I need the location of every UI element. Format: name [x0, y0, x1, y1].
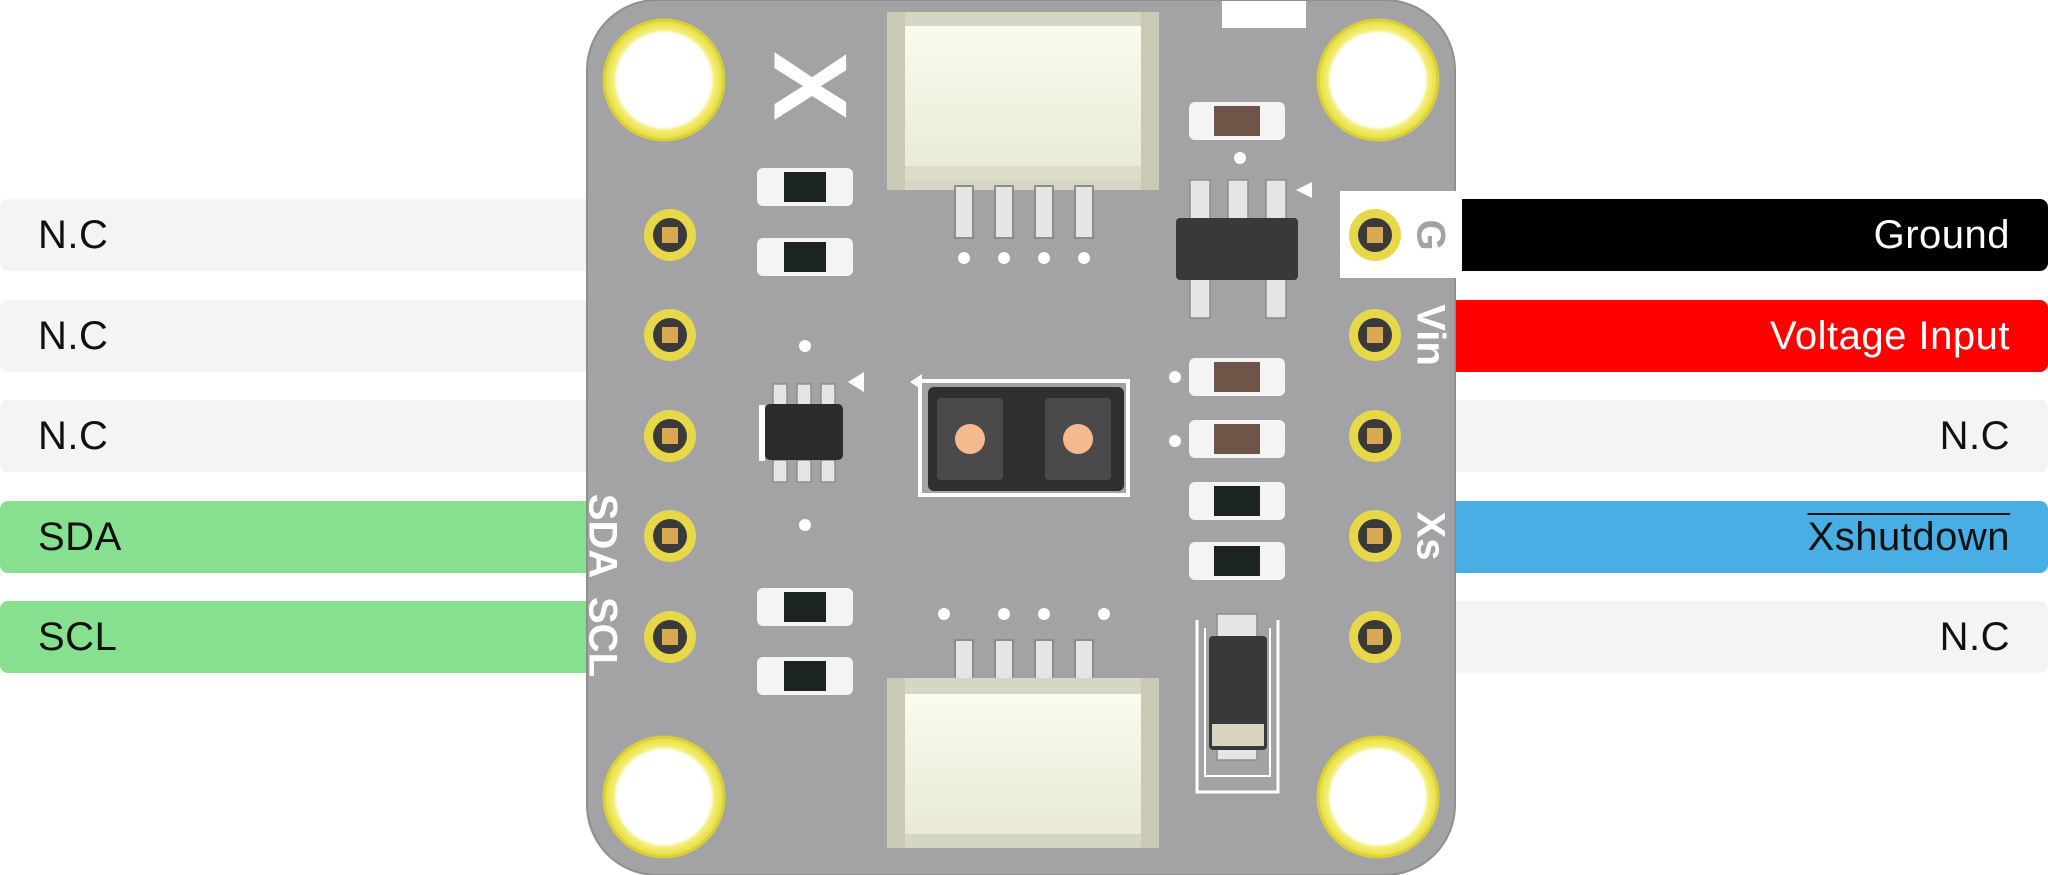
right-pin-text-5: N.C: [1939, 614, 2010, 659]
right-pin-text-4: Xshutdown: [1807, 514, 2010, 559]
left-pin-label-3: N.C: [0, 400, 640, 472]
left-pin-label-2: N.C: [0, 300, 640, 372]
left-pin-pads: [644, 209, 696, 663]
mounting-hole-bottom-left: [602, 735, 726, 859]
right-pin-label-5: N.C: [1442, 601, 2048, 673]
left-pin-label-5: SCL: [0, 601, 640, 673]
left-pin-text-2: N.C: [38, 313, 109, 358]
silk-mark-x: X: [752, 51, 868, 120]
left-pin-label-1: N.C: [0, 199, 640, 271]
mounting-hole-top-right: [1316, 18, 1440, 142]
left-pin-text-4: SDA: [38, 514, 122, 559]
board-notch: [1222, 0, 1306, 28]
right-pin-label-1: Ground: [1442, 199, 2048, 271]
right-pin-pads: [1349, 209, 1401, 663]
mounting-hole-top-left: [602, 18, 726, 142]
right-pin-label-3: N.C: [1442, 400, 2048, 472]
silk-label-sda: SDA: [580, 494, 624, 578]
right-top-parts: [1176, 102, 1312, 319]
right-passives: [1169, 358, 1285, 580]
mounting-hole-bottom-right: [1316, 735, 1440, 859]
left-pin-text-5: SCL: [38, 614, 118, 659]
top-connector: [887, 12, 1159, 264]
right-pin-label-2: Voltage Input: [1442, 300, 2048, 372]
left-passives: [757, 168, 853, 695]
right-diode: [1195, 613, 1280, 794]
silk-label-g: G: [1408, 219, 1452, 250]
left-pin-label-4: SDA: [0, 501, 640, 573]
silk-label-scl: SCL: [580, 597, 624, 677]
left-pin-text-1: N.C: [38, 212, 109, 257]
right-pin-text-2: Voltage Input: [1769, 313, 2010, 358]
bottom-connector: [887, 608, 1159, 848]
right-pin-text-1: Ground: [1873, 212, 2010, 257]
right-pin-label-4: Xshutdown: [1442, 501, 2048, 573]
right-pin-text-3: N.C: [1939, 413, 2010, 458]
left-ic: [759, 340, 864, 531]
left-pin-text-3: N.C: [38, 413, 109, 458]
silk-label-xs: Xs: [1408, 512, 1452, 561]
silk-label-vin: Vin: [1408, 304, 1452, 366]
tof-sensor: [910, 374, 1130, 497]
